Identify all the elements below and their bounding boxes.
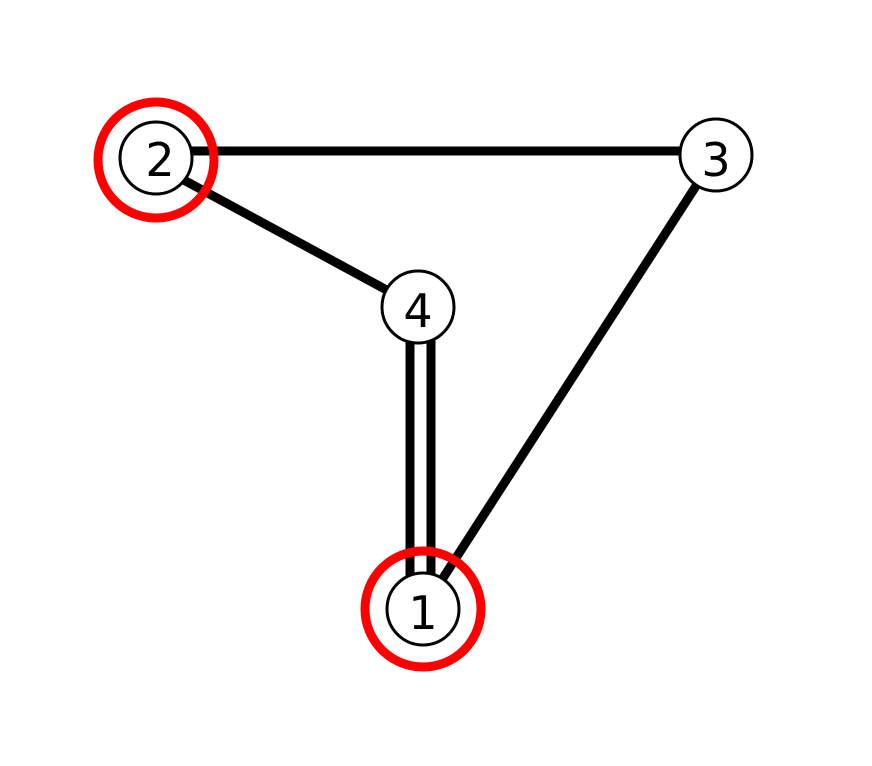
node-4: 4 xyxy=(380,269,456,345)
node-circle xyxy=(118,120,194,196)
node-label: 2 xyxy=(145,133,174,187)
node-circle xyxy=(385,571,461,647)
highlight-ring xyxy=(93,97,219,223)
node-2: 2 xyxy=(93,97,219,223)
highlight-ring xyxy=(360,546,486,672)
edge-2-4 xyxy=(153,161,421,311)
node-3: 3 xyxy=(678,117,754,193)
node-circle xyxy=(678,117,754,193)
node-label: 1 xyxy=(408,586,437,640)
edge-3-1 xyxy=(419,152,720,612)
node-label: 4 xyxy=(403,284,432,338)
node-circle xyxy=(380,269,456,345)
node-label: 3 xyxy=(701,133,730,187)
edges xyxy=(153,146,720,612)
node-1: 1 xyxy=(360,546,486,672)
